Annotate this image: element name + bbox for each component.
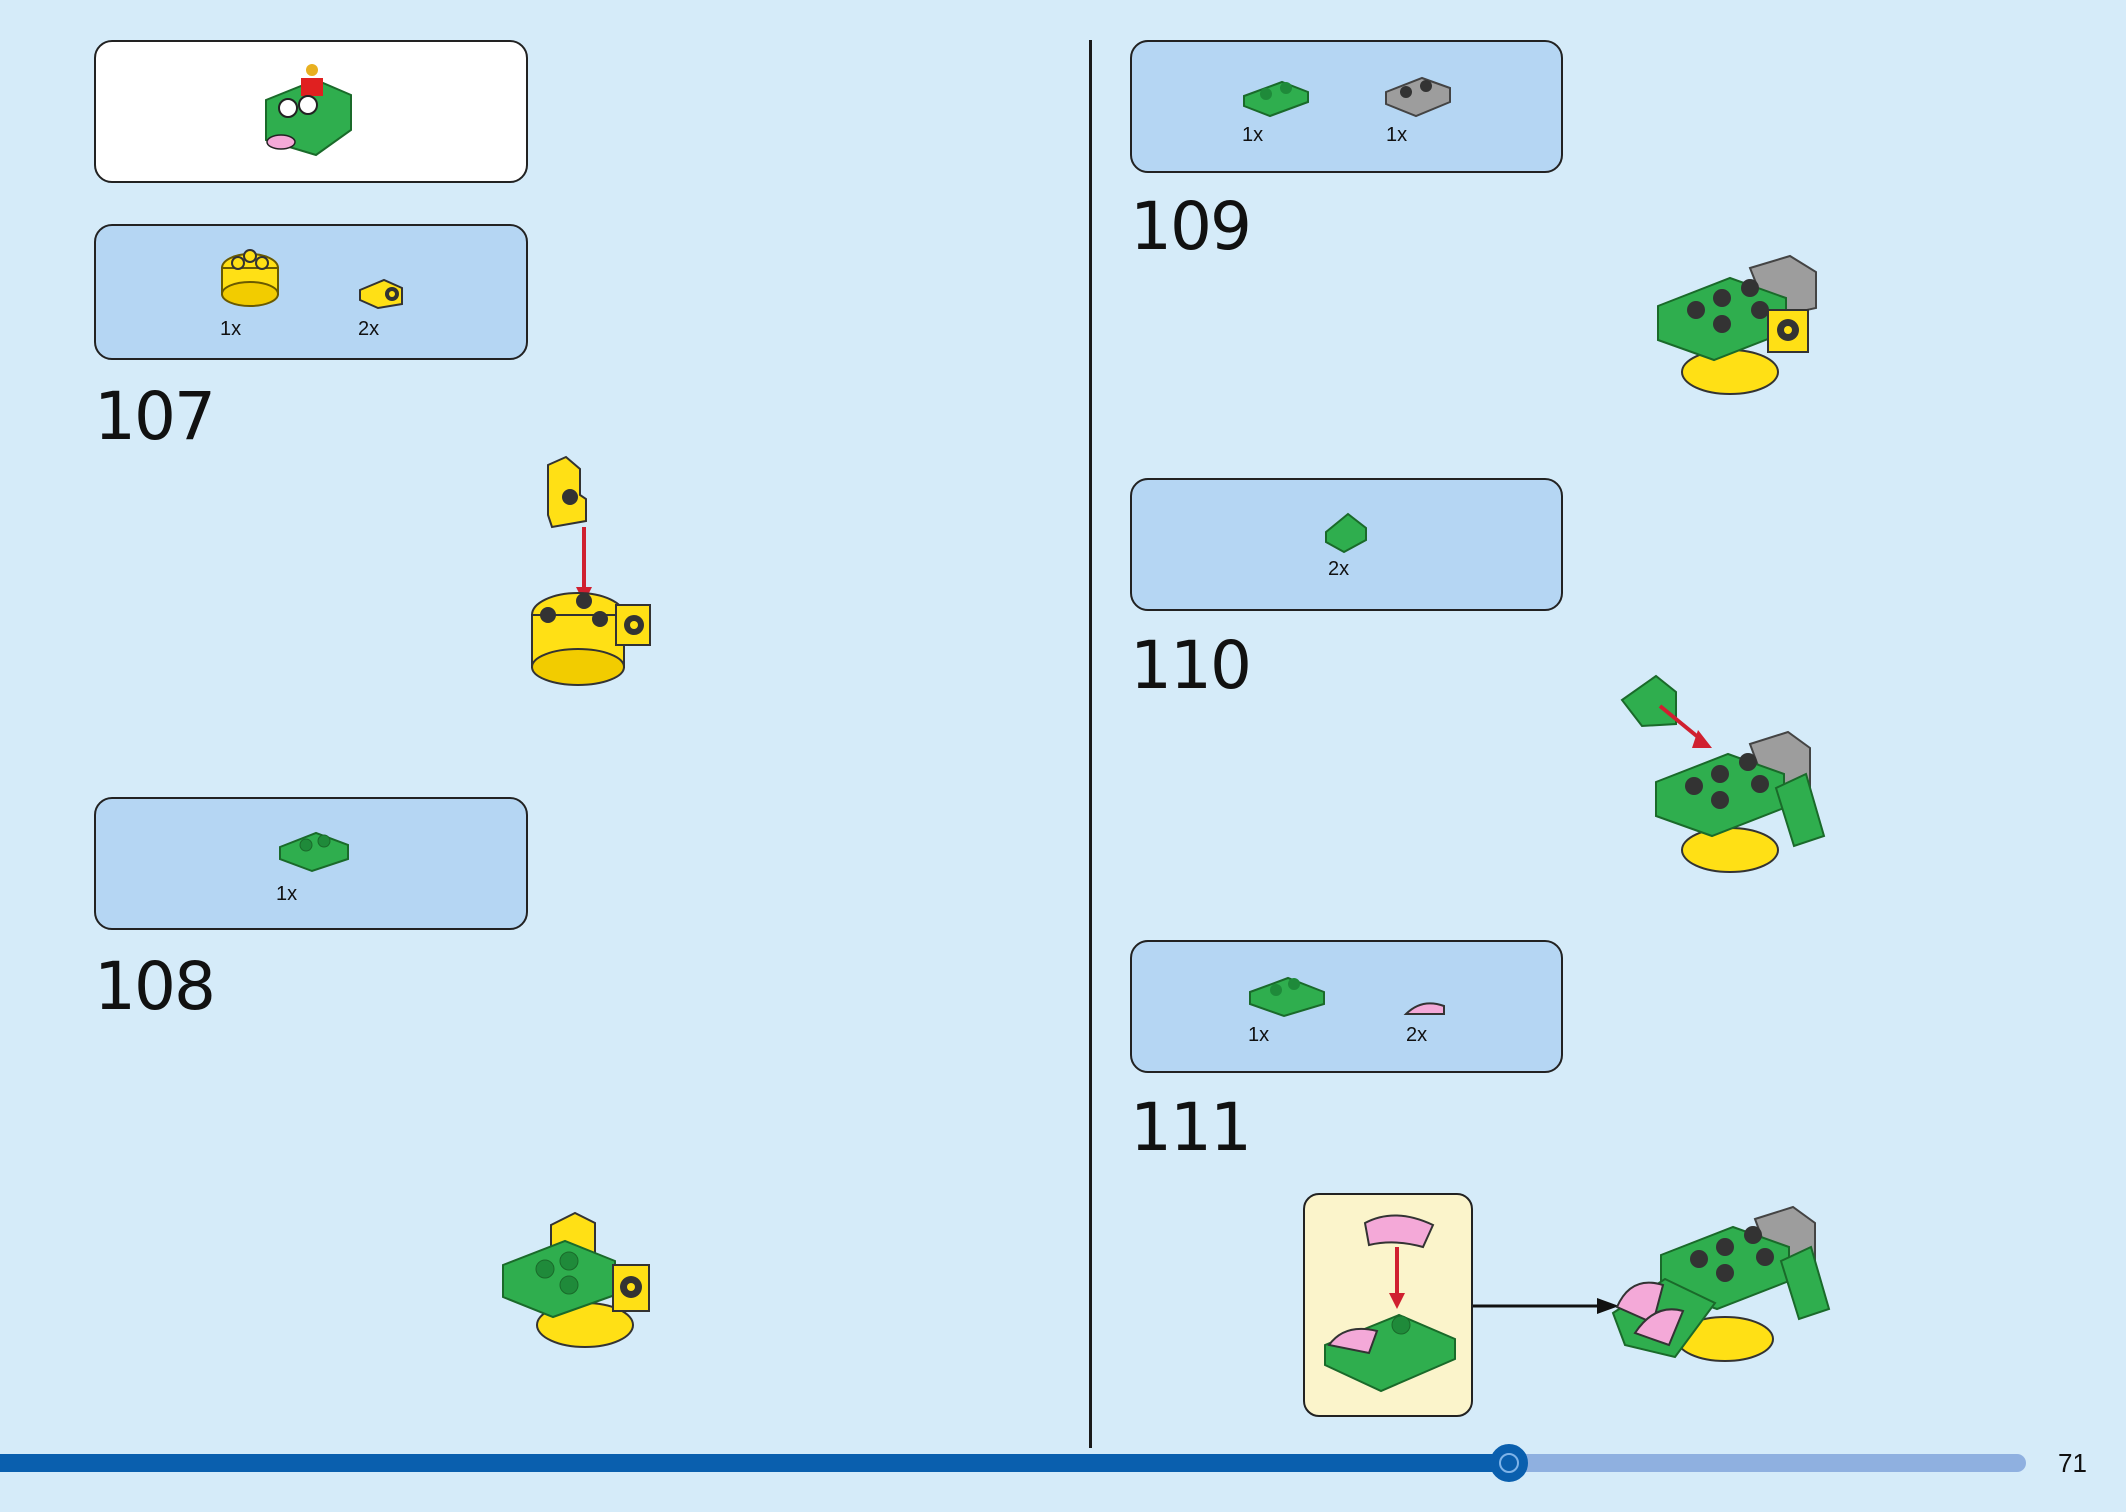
green-plate-1x2-icon (1243, 80, 1309, 118)
sub-assembly-illustration (1324, 1214, 1456, 1393)
page-number: 71 (2058, 1448, 2087, 1478)
step-number: 110 (1130, 627, 1252, 704)
step-110-assembly-illustration (1620, 674, 1826, 873)
part-qty: 2x (1328, 558, 1350, 580)
step-107-assembly-illustration (531, 455, 651, 686)
yellow-round-brick-icon (221, 249, 279, 307)
sub-assembly-callout (1303, 1193, 1473, 1417)
part-qty: 1x (1242, 124, 1264, 146)
green-slope-tile-icon (1325, 512, 1367, 554)
callout-arrow-icon (1473, 1298, 1619, 1314)
green-clip-plate-icon (279, 831, 349, 873)
progress-knob (1490, 1444, 1528, 1482)
step-number: 109 (1130, 188, 1252, 265)
progress-fill (0, 1454, 1509, 1472)
part-qty: 1x (276, 883, 298, 905)
part-qty: 2x (1406, 1024, 1428, 1046)
part-qty: 1x (1386, 124, 1408, 146)
step-number: 111 (1130, 1089, 1252, 1166)
gray-clip-plate-icon (1385, 76, 1451, 118)
dragon-head-preview-icon (265, 64, 352, 157)
step-108-assembly-illustration (502, 1211, 650, 1348)
parts-box-step-111: 1x 2x (1130, 940, 1563, 1073)
yellow-bracket-plate-icon (359, 278, 403, 310)
part-qty: 1x (220, 318, 242, 340)
part-qty: 2x (358, 318, 380, 340)
parts-box-step-110: 2x (1130, 478, 1563, 611)
parts-box-step-107: 1x 2x (94, 224, 528, 360)
page-divider (1089, 40, 1092, 1448)
pink-quarter-tile-icon (1403, 1002, 1445, 1015)
step-number: 108 (94, 948, 216, 1025)
green-handle-plate-icon (1249, 976, 1325, 1018)
parts-box-step-108: 1x (94, 797, 528, 930)
step-111-assembly-illustration (1611, 1205, 1831, 1362)
part-qty: 1x (1248, 1024, 1270, 1046)
parts-box-step-109: 1x 1x (1130, 40, 1563, 173)
previous-model-preview-box (94, 40, 528, 183)
step-number: 107 (94, 378, 216, 455)
step-109-assembly-illustration (1657, 254, 1817, 395)
